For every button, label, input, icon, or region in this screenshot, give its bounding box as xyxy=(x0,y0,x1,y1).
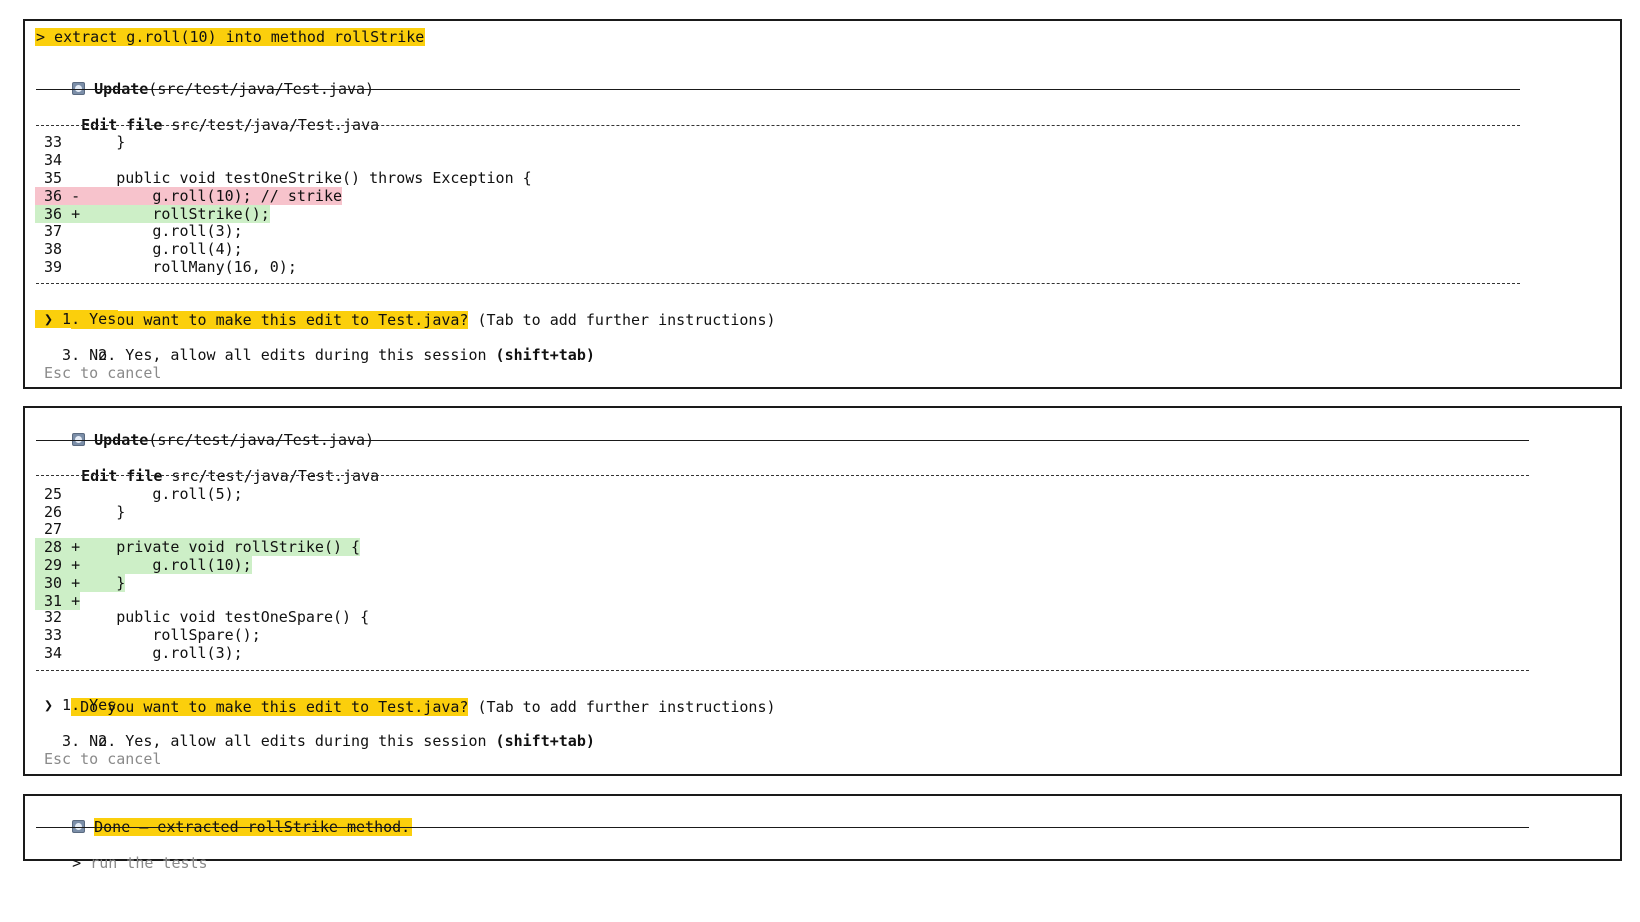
edit-file-title: Edit file src/test/java/Test.java xyxy=(45,449,379,485)
diff-line: 27 xyxy=(44,520,63,538)
diff-line-removed: 36 - g.roll(10); // strike xyxy=(35,187,343,205)
edit-file-label: Edit file xyxy=(81,467,163,485)
diff-line: 35 public void testOneStrike() throws Ex… xyxy=(44,169,532,187)
diff-line: 33 rollSpare(); xyxy=(44,626,261,644)
done-status-icon xyxy=(72,820,86,833)
diff-line: 37 g.roll(3); xyxy=(44,222,243,240)
edit-file-title: Edit file src/test/java/Test.java xyxy=(45,98,379,134)
option-no[interactable]: 3. No xyxy=(44,346,108,364)
diff-top-divider xyxy=(36,125,1520,126)
tool-status-icon xyxy=(72,433,86,446)
confirm-hint: (Tab to add further instructions) xyxy=(468,698,776,716)
diff-line: 39 rollMany(16, 0); xyxy=(44,258,297,276)
option-yes[interactable]: ❯ 1. Yes xyxy=(35,310,119,328)
tool-status-icon xyxy=(72,82,86,95)
diff-line: 38 g.roll(4); xyxy=(44,240,243,258)
tool-call-header: Update(src/test/java/Test.java) xyxy=(36,62,374,98)
done-panel: Done — extracted rollStrike method. > ru… xyxy=(23,794,1622,872)
option-yes-all-session[interactable]: 2. Yes, allow all edits during this sess… xyxy=(44,328,595,364)
cancel-hint: Esc to cancel xyxy=(44,750,162,768)
diff-line: 33 } xyxy=(44,133,126,151)
done-status-line: Done — extracted rollStrike method. xyxy=(36,800,413,836)
diff-line-added: 30 + } xyxy=(35,574,126,592)
diff-top-divider xyxy=(36,475,1529,476)
user-prompt: > extract g.roll(10) into method rollStr… xyxy=(35,28,426,46)
diff-line-added: 36 + rollStrike(); xyxy=(35,205,270,223)
option-yes[interactable]: ❯ 1. Yes xyxy=(44,696,117,714)
prompt-input-placeholder: run the tests xyxy=(81,854,208,872)
input-divider xyxy=(36,827,1529,828)
diff-bottom-divider xyxy=(36,283,1520,284)
diff-line: 34 xyxy=(44,151,63,169)
confirm-question-line: Do you want to make this edit to Test.ja… xyxy=(35,680,776,716)
option-yes-all-session[interactable]: 2. Yes, allow all edits during this sess… xyxy=(44,714,595,750)
confirm-question-line: Do you want to make this edit to Test.ja… xyxy=(35,293,776,329)
cancel-hint: Esc to cancel xyxy=(44,364,162,382)
diff-line-added: 31 + xyxy=(35,592,81,610)
diff-line: 26 } xyxy=(44,503,126,521)
edit-approval-panel-1: > extract g.roll(10) into method rollStr… xyxy=(23,19,1622,389)
edit-file-path: src/test/java/Test.java xyxy=(162,467,380,485)
tool-call-header: Update(src/test/java/Test.java) xyxy=(36,413,374,449)
option-yes-all-label: 2. Yes, allow all edits during this sess… xyxy=(80,346,496,364)
diff-line: 25 g.roll(5); xyxy=(44,485,243,503)
edit-approval-panel-2: Update(src/test/java/Test.java) Edit fil… xyxy=(23,406,1622,776)
prompt-caret: > xyxy=(72,854,82,872)
confirm-hint: (Tab to add further instructions) xyxy=(468,311,776,329)
diff-line: 32 public void testOneSpare() { xyxy=(44,608,370,626)
shift-tab-shortcut: (shift+tab) xyxy=(495,732,595,750)
header-divider xyxy=(36,89,1520,90)
option-no[interactable]: 3. No xyxy=(44,732,108,750)
diff-line-added: 28 + private void rollStrike() { xyxy=(35,538,361,556)
diff-line-added: 29 + g.roll(10); xyxy=(35,556,252,574)
header-divider xyxy=(36,440,1529,441)
confirm-question: Do you want to make this edit to Test.ja… xyxy=(71,311,469,329)
diff-bottom-divider xyxy=(36,670,1529,671)
option-yes-all-label: 2. Yes, allow all edits during this sess… xyxy=(80,732,496,750)
diff-line: 34 g.roll(3); xyxy=(44,644,243,662)
confirm-question: Do you want to make this edit to Test.ja… xyxy=(71,698,469,716)
shift-tab-shortcut: (shift+tab) xyxy=(495,346,595,364)
prompt-input[interactable]: > run the tests xyxy=(36,836,207,872)
